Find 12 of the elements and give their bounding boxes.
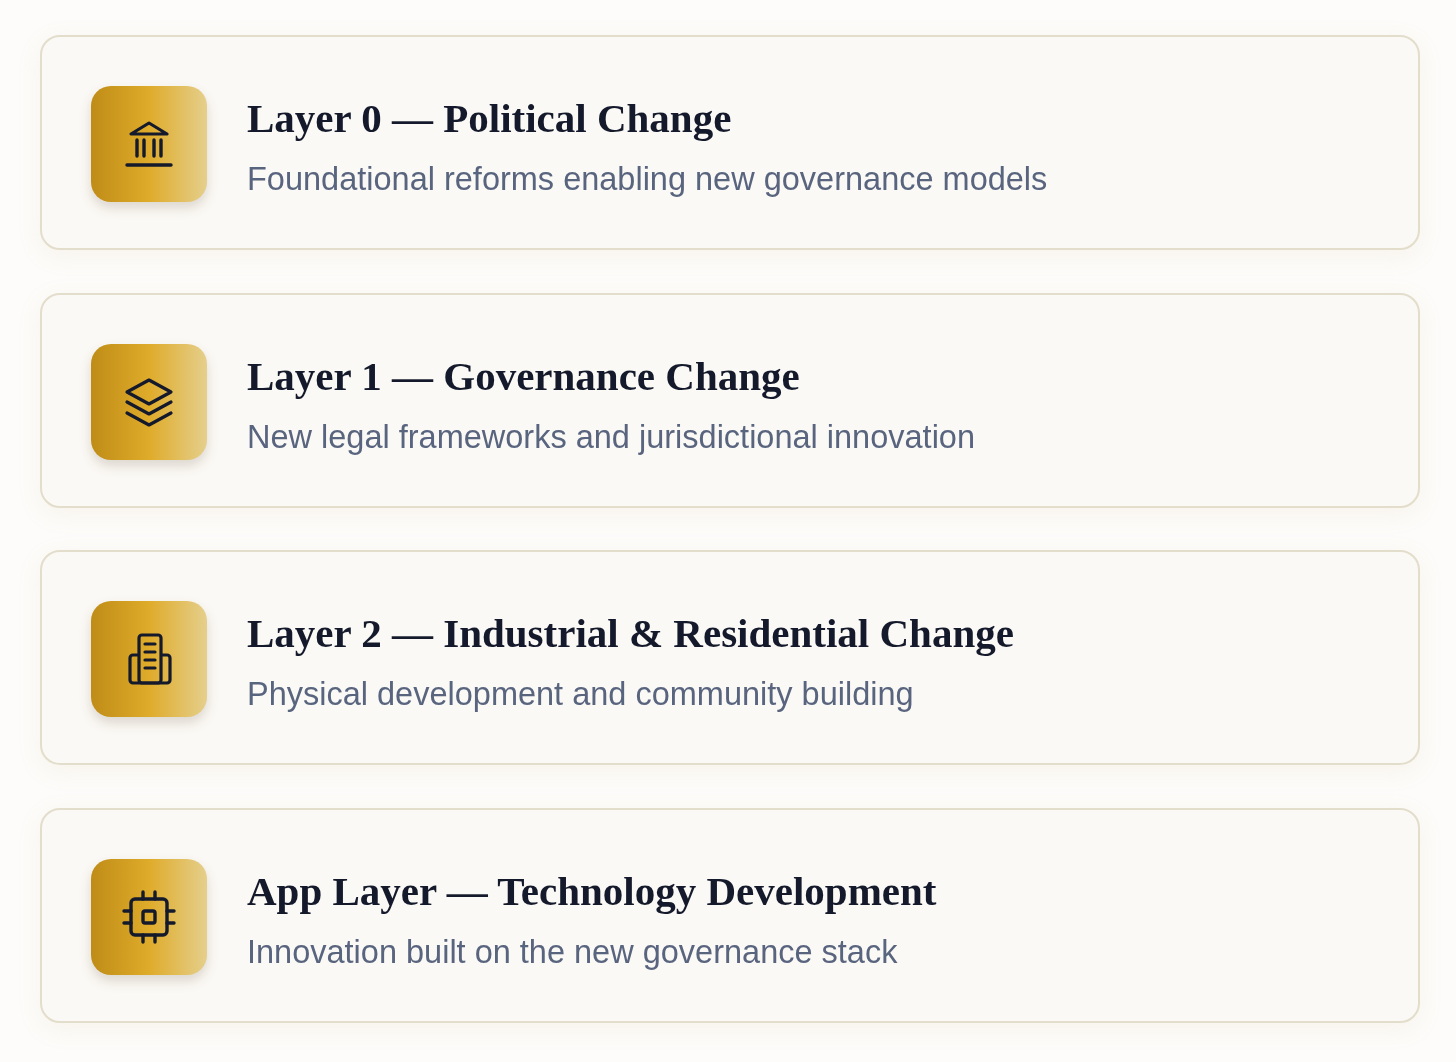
- layer-card: [40, 808, 1420, 1023]
- card-heading: Layer 2 — Industrial & Residential Change: [247, 609, 1014, 658]
- card-heading: Layer 0 — Political Change: [247, 94, 732, 143]
- card-heading: Layer 1 — Governance Change: [247, 352, 800, 401]
- card-description: New legal frameworks and jurisdictional innovation: [247, 418, 975, 457]
- layer-card: [40, 293, 1420, 508]
- card-description: Innovation built on the new governance stack: [247, 933, 898, 972]
- layer-card: [40, 35, 1420, 250]
- layer-card: [40, 550, 1420, 765]
- card-description: Physical development and community building: [247, 675, 914, 714]
- card-heading: App Layer — Technology Development: [247, 867, 937, 916]
- card-description: Foundational reforms enabling new governance models: [247, 160, 1048, 199]
